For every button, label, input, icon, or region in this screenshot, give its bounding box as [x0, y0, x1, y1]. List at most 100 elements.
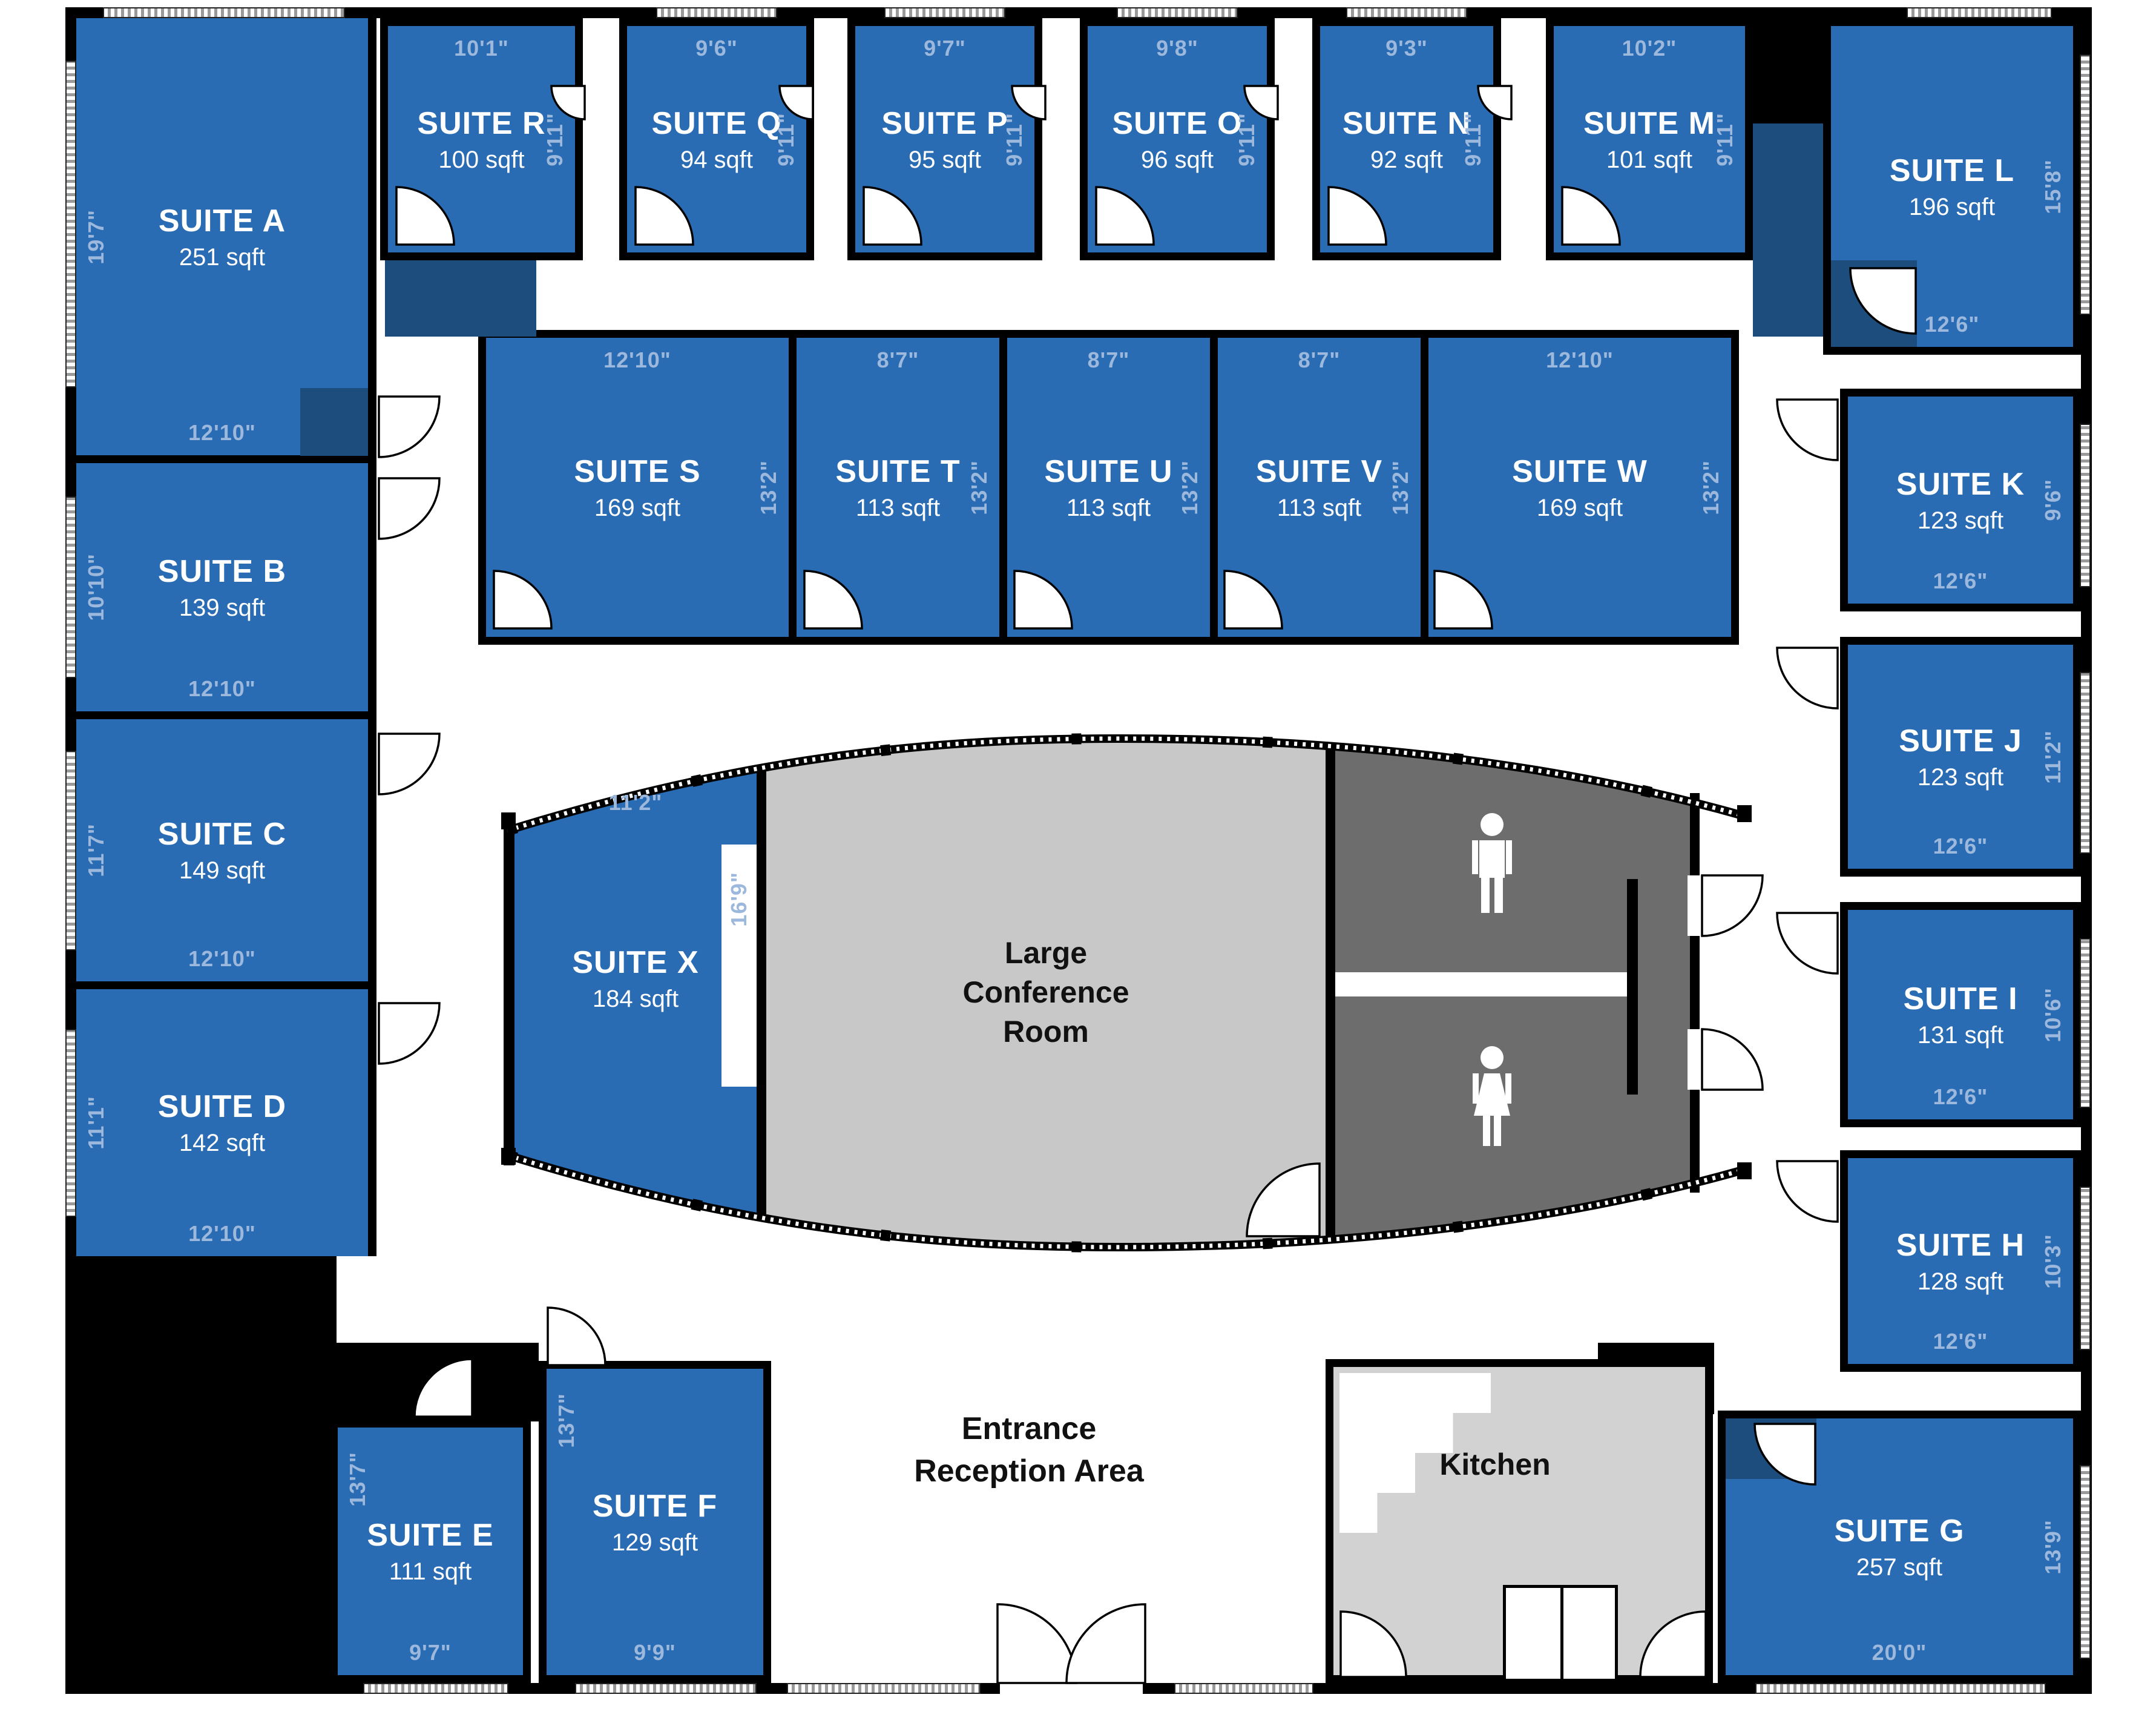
- suite-g-name: SUITE G: [1834, 1513, 1965, 1549]
- suite-k: SUITE K 123 sqft 9'6" 12'6": [1840, 389, 2081, 611]
- suite-u-area: 113 sqft: [1066, 494, 1151, 521]
- suite-k-width-dim: 12'6": [1933, 568, 1988, 593]
- suite-i-width-dim: 12'6": [1933, 1084, 1988, 1109]
- restroom-partition: [1627, 879, 1638, 1095]
- door-arc: [996, 1603, 1077, 1684]
- suite-c-width-dim: 12'10": [188, 946, 256, 971]
- window-strip: [2080, 938, 2091, 1108]
- suite-x-width-dim: 11'2": [608, 790, 663, 815]
- suite-r-area: 100 sqft: [438, 146, 525, 173]
- suite-a-width-dim: 12'10": [188, 420, 256, 445]
- suite-a-door-nook: [300, 388, 368, 456]
- suite-w-name: SUITE W: [1512, 453, 1648, 489]
- suite-m-area: 101 sqft: [1606, 146, 1693, 173]
- suite-e-width-dim: 9'7": [409, 1640, 452, 1665]
- suite-s-name: SUITE S: [574, 453, 701, 489]
- door-arc: [395, 186, 455, 246]
- suite-o: SUITE O 96 sqft 9'8" 9'11": [1080, 18, 1275, 260]
- door-arc: [493, 570, 553, 630]
- suite-k-area: 123 sqft: [1917, 507, 2004, 534]
- suite-j: SUITE J 123 sqft 11'2" 12'6": [1840, 637, 2081, 877]
- entrance-reception-label: Entrance Reception Area: [914, 1411, 1144, 1489]
- window-strip: [884, 7, 1005, 18]
- suite-s: SUITE S 169 sqft 12'10" 13'2": [486, 338, 789, 637]
- suite-b-width-dim: 12'10": [188, 676, 256, 701]
- pod-glass-wall-bottom-hatch: [506, 1153, 1745, 1250]
- window-strip: [65, 751, 76, 950]
- suite-l: SUITE L 196 sqft 15'8" 12'6": [1823, 18, 2081, 355]
- suite-v-width-dim: 8'7": [1298, 347, 1341, 372]
- door-arc: [1095, 186, 1155, 246]
- conference-room-label: Large Conference Room: [962, 936, 1129, 1049]
- suite-j-width-dim: 12'6": [1933, 834, 1988, 858]
- suite-p-name: SUITE P: [881, 105, 1008, 141]
- door-arc: [413, 1358, 473, 1418]
- suite-h: SUITE H 128 sqft 10'3" 12'6": [1840, 1150, 2081, 1372]
- window-strip: [1755, 1683, 2046, 1694]
- window-strip: [363, 1683, 508, 1694]
- suite-g-width-dim: 20'0": [1872, 1640, 1927, 1665]
- suite-x-label: SUITE X 184 sqft: [533, 944, 738, 1013]
- suite-j-area: 123 sqft: [1917, 763, 2004, 791]
- suite-l-area: 196 sqft: [1908, 193, 1996, 220]
- suite-a-area: 251 sqft: [179, 243, 266, 271]
- suite-q-area: 94 sqft: [680, 146, 754, 173]
- suite-c: SUITE C 149 sqft 11'7" 12'10": [76, 719, 368, 981]
- left-suite-column: SUITE A 251 sqft 19'7" 12'10" SUITE B 13…: [76, 18, 376, 1256]
- door-arc: [378, 395, 441, 458]
- pod-post: [1737, 805, 1752, 822]
- window-strip: [1346, 7, 1467, 18]
- door-arc: [1339, 1610, 1407, 1678]
- wall-suitex-conference: [757, 751, 766, 1235]
- suite-m-width-dim: 10'2": [1622, 36, 1677, 61]
- suite-h-name: SUITE H: [1896, 1227, 2025, 1263]
- suite-g-area: 257 sqft: [1856, 1553, 1943, 1581]
- suite-i: SUITE I 131 sqft 10'6" 12'6": [1840, 902, 2081, 1127]
- door-leaf: [1560, 1588, 1563, 1679]
- window-strip: [2080, 1187, 2091, 1350]
- suite-d-area: 142 sqft: [179, 1130, 266, 1156]
- suite-n-width-dim: 9'3": [1385, 36, 1428, 61]
- door-arc: [1561, 186, 1621, 246]
- door-arc: [1223, 570, 1283, 630]
- door-arc: [378, 477, 441, 540]
- suite-h-area: 128 sqft: [1917, 1268, 2004, 1295]
- door-arc: [803, 570, 863, 630]
- suite-a: SUITE A 251 sqft 19'7" 12'10": [76, 18, 368, 455]
- suite-e-name: SUITE E: [367, 1518, 494, 1553]
- window-strip: [65, 61, 76, 387]
- corridor-vestibule-top-left: [385, 260, 536, 337]
- suite-m-name: SUITE M: [1583, 105, 1715, 141]
- door-arc: [1753, 1423, 1816, 1486]
- suite-w-width-dim: 12'10": [1546, 347, 1614, 372]
- restroom-divider-wall: [1335, 972, 1629, 996]
- window-strip: [787, 1683, 981, 1694]
- window-strip: [1117, 7, 1238, 18]
- restroom-door-gap-bottom: [1688, 1029, 1702, 1090]
- door-arc: [1065, 1603, 1146, 1684]
- suite-s-area: 169 sqft: [594, 494, 681, 521]
- window-strip: [65, 1029, 76, 1217]
- suite-f-area: 129 sqft: [611, 1529, 698, 1556]
- door-arc: [1433, 570, 1493, 630]
- suite-n-name: SUITE N: [1342, 105, 1471, 141]
- door-arc: [378, 1002, 441, 1065]
- male-restroom-icon: [1472, 813, 1512, 913]
- suite-f: SUITE F 129 sqft 13'7" 9'9": [539, 1361, 771, 1683]
- corridor-right-of-restrooms: [1700, 739, 1744, 1247]
- female-restroom-icon: [1473, 1046, 1511, 1146]
- suite-i-area: 131 sqft: [1917, 1021, 2004, 1049]
- door-arc: [1327, 186, 1387, 246]
- suite-d-name: SUITE D: [157, 1089, 287, 1124]
- suite-q-width-dim: 9'6": [695, 36, 738, 61]
- suite-n-area: 92 sqft: [1370, 146, 1444, 173]
- suite-v-area: 113 sqft: [1277, 494, 1362, 521]
- suite-i-name: SUITE I: [1903, 981, 2018, 1016]
- door-arc: [1701, 874, 1764, 937]
- suite-c-area: 149 sqft: [179, 857, 266, 884]
- window-strip: [65, 496, 76, 678]
- suite-d: SUITE D 142 sqft 11'1" 12'10": [76, 989, 368, 1256]
- suite-f-name: SUITE F: [592, 1488, 718, 1524]
- window-strip: [2080, 1465, 2091, 1659]
- suite-b-name: SUITE B: [157, 553, 287, 589]
